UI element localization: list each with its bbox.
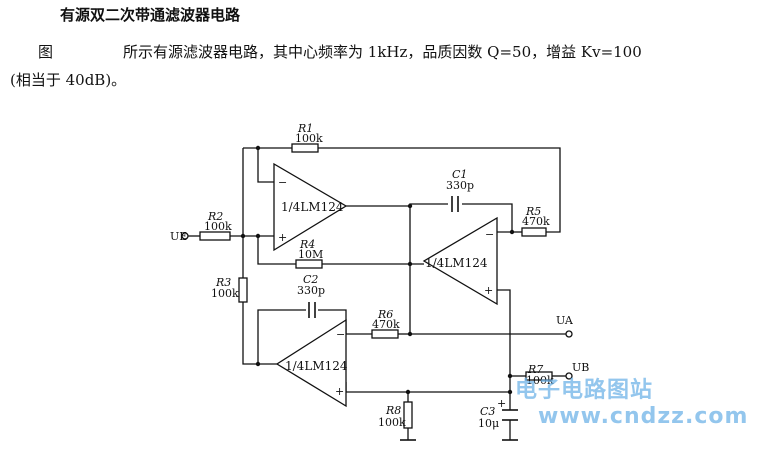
resistor-r8 bbox=[403, 401, 413, 429]
r4-name: R4 bbox=[299, 238, 315, 251]
r8-name: R8 bbox=[385, 404, 401, 417]
opamp-u1 bbox=[273, 162, 348, 252]
capacitors bbox=[308, 196, 518, 421]
resistor-r1 bbox=[291, 143, 319, 153]
r4-value: 10M bbox=[298, 248, 323, 261]
resistor-r2 bbox=[199, 231, 231, 241]
capacitor-c3 bbox=[502, 409, 518, 421]
opamp-u3 bbox=[275, 318, 347, 408]
resistor-r6 bbox=[371, 329, 399, 339]
c1-name: C1 bbox=[452, 168, 467, 181]
r1-value: 100k bbox=[295, 132, 323, 145]
r7-value: 100k bbox=[526, 374, 554, 387]
r8-value: 100k bbox=[378, 416, 406, 429]
description: 图 所示有源滤波器电路，其中心频率为 1kHz，品质因数 Q=50，增益 Kv=1… bbox=[10, 38, 750, 94]
c2-name: C2 bbox=[303, 273, 318, 286]
c3-value: 10μ bbox=[478, 417, 499, 430]
opamp-u2 bbox=[422, 216, 498, 306]
r5-name: R5 bbox=[525, 205, 541, 218]
terminals bbox=[181, 232, 573, 380]
c1-value: 330p bbox=[446, 179, 474, 192]
resistor-r4 bbox=[295, 259, 323, 269]
opamp-u2-label: 1/4LM124 bbox=[425, 256, 488, 270]
svg-text:+: + bbox=[278, 231, 287, 244]
r6-name: R6 bbox=[377, 308, 393, 321]
label-ub: UB bbox=[572, 361, 589, 374]
r3-value: 100k bbox=[211, 287, 239, 300]
label-ue: UE bbox=[170, 230, 187, 243]
opamp-u3-label: 1/4LM124 bbox=[285, 359, 348, 373]
r1-name: R1 bbox=[297, 122, 313, 135]
resistor-r3 bbox=[238, 277, 248, 303]
opamp-u1-label: 1/4LM124 bbox=[281, 200, 344, 214]
watermark-url: www.cndzz.com bbox=[538, 404, 749, 429]
svg-text:+: + bbox=[484, 284, 493, 297]
svg-text:−: − bbox=[485, 228, 494, 241]
r2-name: R2 bbox=[207, 210, 223, 223]
opamp-pins: − + − + − + bbox=[278, 176, 494, 398]
description-line2: (相当于 40dB)。 bbox=[10, 71, 127, 89]
watermark-title: 电子电路图站 bbox=[515, 378, 654, 403]
r5-value: 470k bbox=[522, 215, 550, 228]
r3-name: R3 bbox=[215, 276, 231, 289]
junctions bbox=[240, 145, 515, 395]
r6-value: 470k bbox=[372, 318, 400, 331]
description-line1: 所示有源滤波器电路，其中心频率为 1kHz，品质因数 Q=50，增益 Kv=10… bbox=[123, 43, 642, 61]
c3-name: C3 bbox=[480, 405, 495, 418]
terminal-ue bbox=[181, 232, 189, 240]
capacitor-c1 bbox=[451, 196, 459, 212]
svg-text:+: + bbox=[335, 385, 344, 398]
resistors bbox=[199, 143, 553, 429]
svg-text:−: − bbox=[336, 328, 345, 341]
r2-value: 100k bbox=[204, 220, 232, 233]
opamps bbox=[273, 162, 498, 408]
c3-plus: + bbox=[497, 397, 506, 410]
page-title: 有源双二次带通滤波器电路 bbox=[60, 6, 241, 24]
terminal-ua bbox=[565, 330, 573, 338]
wires bbox=[188, 147, 566, 440]
svg-text:−: − bbox=[278, 176, 287, 189]
figure-word: 图 bbox=[38, 43, 54, 61]
terminal-ub bbox=[565, 372, 573, 380]
resistor-r7 bbox=[525, 371, 553, 381]
resistor-r5 bbox=[521, 227, 547, 237]
c2-value: 330p bbox=[297, 284, 325, 297]
r7-name: R7 bbox=[527, 363, 543, 376]
label-ua: UA bbox=[556, 314, 574, 327]
capacitor-c2 bbox=[308, 302, 316, 318]
